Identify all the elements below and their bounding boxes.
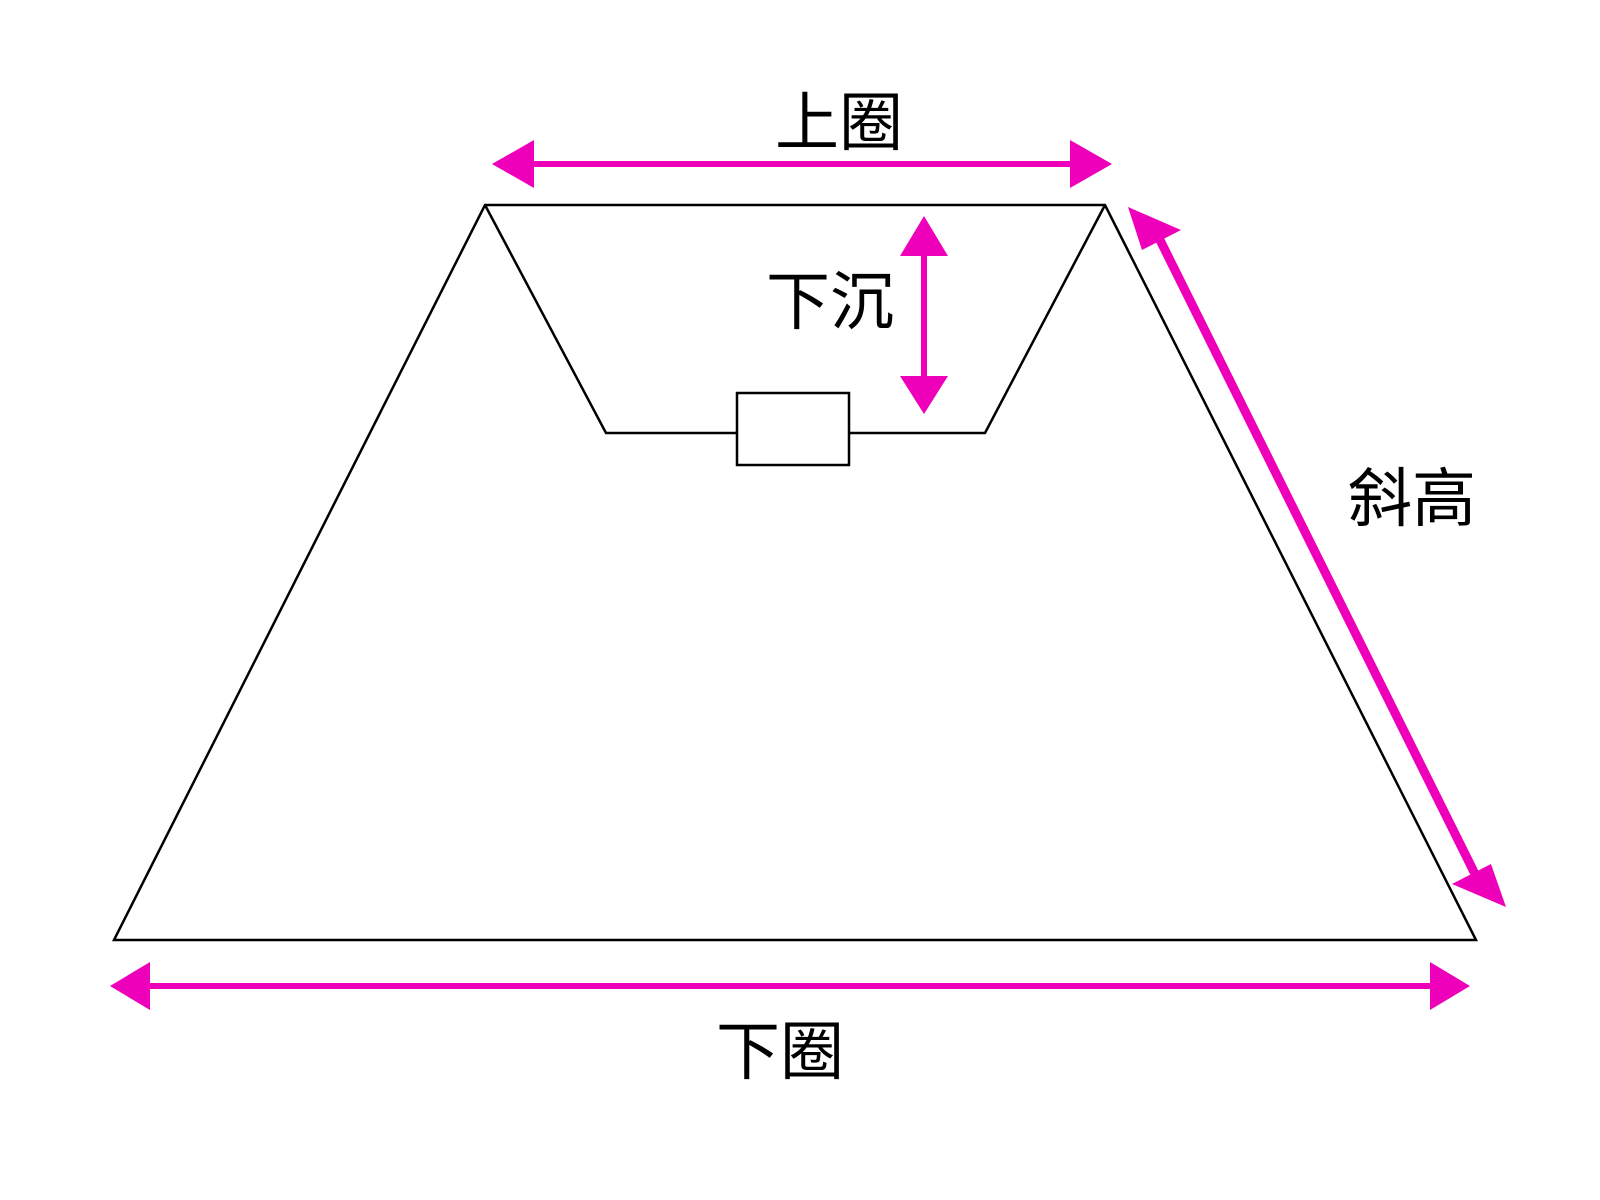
slant-height-arrow [1128, 207, 1506, 907]
drop-arrow [900, 216, 948, 414]
shade-outline [111, 203, 1479, 942]
fitter-frame [483, 204, 737, 435]
top-ring-arrow [492, 140, 1112, 188]
slant-height-label: 斜高 [1348, 463, 1476, 537]
top-ring-label: 上圈 [775, 87, 903, 161]
fitter-hub [735, 391, 851, 467]
bottom-ring-label: 下圈 [716, 1016, 844, 1090]
bottom-ring-arrow [110, 962, 1470, 1010]
drop-label: 下沉 [766, 266, 894, 340]
fitter-frame-right [849, 204, 1107, 435]
